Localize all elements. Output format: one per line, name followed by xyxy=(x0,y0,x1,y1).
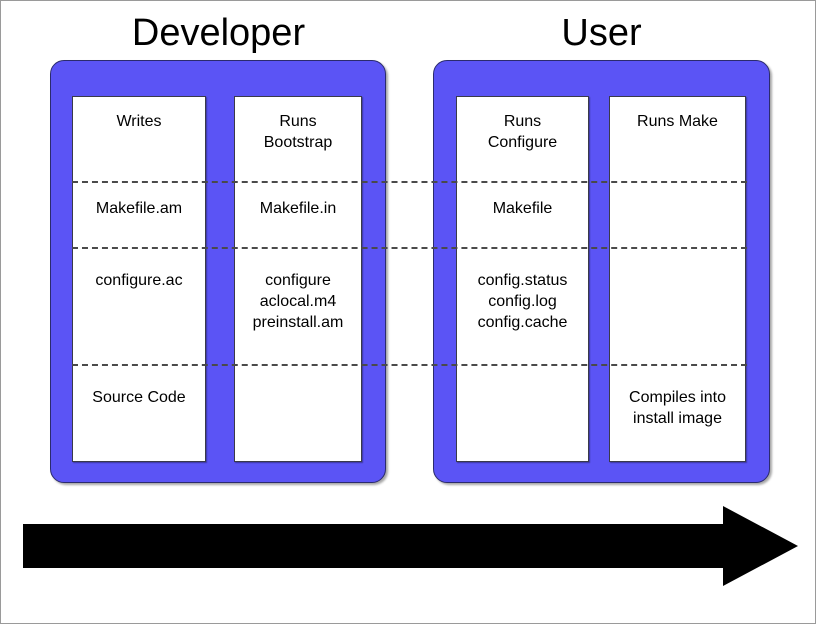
cell-bootstrap-makefile-in: Makefile.in xyxy=(259,200,337,217)
stage-separator-1 xyxy=(72,181,747,183)
stage-separator-3 xyxy=(72,364,747,366)
cell-bootstrap-empty xyxy=(235,365,361,462)
cell-make-empty-3 xyxy=(610,248,745,365)
cell-writes-makefile-am: Makefile.am xyxy=(95,200,183,217)
group-title-developer: Developer xyxy=(131,12,306,54)
cell-configure-makefile: Makefile xyxy=(492,200,553,217)
cell-make-action: Runs Make xyxy=(637,113,718,130)
column-writes: Writes Makefile.am configure.ac Source C… xyxy=(72,96,206,462)
group-title-user: User xyxy=(561,12,642,54)
cell-writes-source-code: Source Code xyxy=(92,389,186,406)
cell-writes-configure-ac: configure.ac xyxy=(95,272,183,289)
stage-separator-2 xyxy=(72,247,747,249)
time-flow-arrow-icon xyxy=(23,506,798,586)
time-flow-arrow xyxy=(23,506,798,586)
cell-make-empty-2 xyxy=(610,182,745,248)
cell-writes-action: Writes xyxy=(116,113,162,130)
cell-configure-empty xyxy=(457,365,588,462)
